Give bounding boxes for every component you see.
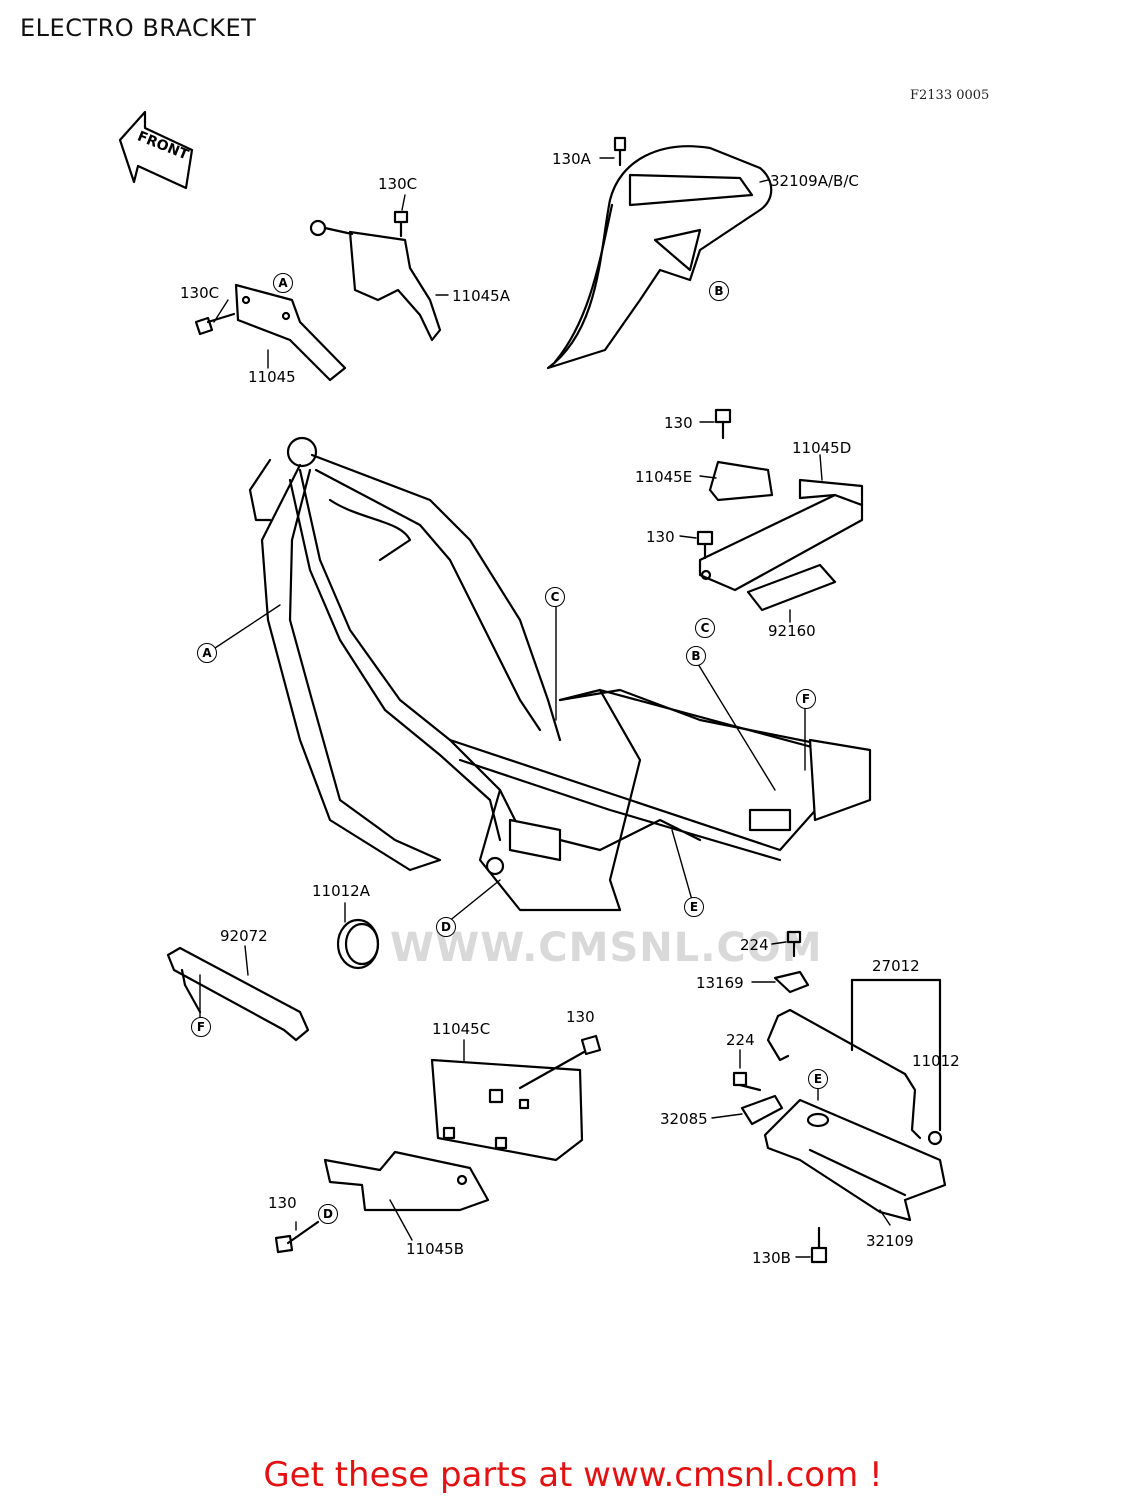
- watermark-text: WWW.CMSNL.COM: [390, 925, 823, 971]
- front-arrow-icon: [118, 110, 194, 190]
- part-label-11045e: 11045E: [635, 468, 693, 486]
- part-label-130b: 130B: [752, 1249, 791, 1267]
- part-label-130-lower: 130: [566, 1008, 595, 1026]
- figure-code: F2133 0005: [910, 88, 990, 103]
- part-label-11045d: 11045D: [792, 439, 852, 457]
- ref-marker-a-frame: A: [197, 643, 217, 663]
- rod-27012-part: [766, 978, 943, 1146]
- bolt-130b-icon: [810, 1226, 828, 1264]
- screw-224-low-icon: [732, 1071, 762, 1092]
- tray-32109-part: [763, 1098, 947, 1222]
- part-label-11045c: 11045C: [432, 1020, 491, 1038]
- part-label-130-top: 130: [664, 414, 693, 432]
- bolt-130-mid-icon: [696, 530, 714, 560]
- part-label-11045b: 11045B: [406, 1240, 465, 1258]
- part-label-130-bottom: 130: [268, 1194, 297, 1212]
- ref-marker-b-frame: B: [686, 646, 706, 666]
- clamp-13169-part: [773, 970, 810, 994]
- motorcycle-frame-part: [248, 436, 872, 912]
- strap-92072-part: [166, 946, 310, 1042]
- part-label-92160: 92160: [768, 622, 816, 640]
- part-label-32085: 32085: [660, 1110, 708, 1128]
- part-label-11045: 11045: [248, 368, 296, 386]
- ref-marker-f-frame: F: [796, 689, 816, 709]
- ref-marker-d-bracket: D: [318, 1204, 338, 1224]
- ref-marker-f-strap: F: [191, 1017, 211, 1037]
- bolt-130-top-icon: [714, 408, 732, 440]
- pad-92160-part: [746, 563, 837, 612]
- ref-marker-e-frame: E: [684, 897, 704, 917]
- bolt-130c-left-icon: [194, 312, 236, 336]
- ref-marker-e-tray: E: [808, 1069, 828, 1089]
- part-label-32109abc: 32109A/B/C: [770, 172, 859, 190]
- cap-11012a-part: [336, 918, 380, 970]
- part-label-224-low: 224: [726, 1031, 755, 1049]
- bolt-130-lower-icon: [518, 1034, 602, 1090]
- bolt-130a-icon: [613, 136, 627, 167]
- part-label-11012a: 11012A: [312, 882, 370, 900]
- cover-11045e-part: [708, 460, 774, 502]
- seat-cowl-part: [546, 145, 773, 370]
- panel-11045c-part: [430, 1058, 584, 1162]
- bracket-11045a-part: [309, 219, 442, 342]
- part-label-13169: 13169: [696, 974, 744, 992]
- screw-224-top-icon: [786, 930, 802, 958]
- part-label-130c-top: 130C: [378, 175, 418, 193]
- page-title: ELECTRO BRACKET: [20, 14, 257, 42]
- part-label-224-top: 224: [740, 936, 769, 954]
- bracket-32085-part: [740, 1094, 784, 1126]
- part-label-32109: 32109: [866, 1232, 914, 1250]
- ref-marker-d-frame: D: [436, 917, 456, 937]
- bracket-11045b-part: [323, 1150, 490, 1212]
- part-label-130c-left: 130C: [180, 284, 220, 302]
- tray-11045d-part: [698, 478, 864, 592]
- ref-marker-a-top: A: [273, 273, 293, 293]
- part-label-11045a: 11045A: [452, 287, 510, 305]
- bracket-11045-part: [234, 283, 347, 382]
- part-label-11012: 11012: [912, 1052, 960, 1070]
- bolt-130c-top-icon: [393, 210, 409, 238]
- part-label-130-mid: 130: [646, 528, 675, 546]
- ref-marker-c-frame: C: [545, 587, 565, 607]
- part-label-92072: 92072: [220, 927, 268, 945]
- part-label-130a: 130A: [552, 150, 591, 168]
- ref-marker-c-tray: C: [695, 618, 715, 638]
- bolt-130-bottom-icon: [274, 1220, 320, 1254]
- ref-marker-b-seat: B: [709, 281, 729, 301]
- footer-link-text[interactable]: Get these parts at www.cmsnl.com !: [263, 1455, 883, 1495]
- part-label-27012: 27012: [872, 957, 920, 975]
